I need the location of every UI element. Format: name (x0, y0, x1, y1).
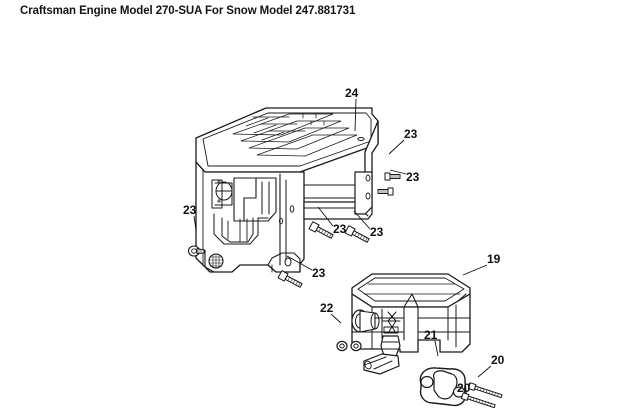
callout-number: 22 (320, 301, 334, 315)
callout-20-stud-bolt: 20 (457, 381, 471, 395)
callout-23-screw: 23 (183, 203, 197, 231)
callout-number: 21 (424, 328, 438, 342)
callout-21-muffler-gasket: 21 (424, 328, 439, 357)
leader-line (330, 313, 342, 324)
callout-number: 23 (406, 170, 420, 184)
bolt-23-f (277, 270, 303, 288)
washer-pair-22 (336, 340, 362, 352)
callout-number: 24 (345, 86, 359, 100)
callout-number: 23 (370, 225, 384, 239)
leader-line (286, 255, 313, 271)
callout-number: 23 (404, 127, 418, 141)
callout-22-washer-pair: 22 (320, 301, 342, 324)
callout-23-screw: 23 (389, 169, 420, 184)
screw-23-c (187, 245, 205, 257)
callout-23-bolt: 23 (353, 210, 384, 239)
parts-diagram: 24 23 23 23 23 23 23 19 22 21 20 20 (0, 22, 635, 419)
leader-line (467, 382, 471, 386)
leader-line (388, 139, 405, 155)
blower-housing-shroud (195, 107, 379, 273)
stud-bolt-20-a (467, 382, 503, 399)
screw-23-b (377, 187, 394, 196)
callout-number: 20 (457, 381, 471, 395)
stud-bolt-20-b (460, 392, 496, 409)
callout-23-screw: 23 (388, 127, 418, 155)
bolt-23-d (308, 221, 334, 239)
callout-number: 23 (183, 203, 197, 217)
leader-line (193, 215, 197, 231)
bolt-23-e (344, 225, 370, 243)
callout-layer: 24 23 23 23 23 23 23 19 22 21 20 20 (183, 86, 505, 395)
leader-line (477, 365, 492, 378)
callout-23-bolt: 23 (317, 206, 347, 236)
leader-line (389, 169, 407, 175)
muffler (351, 273, 471, 375)
callout-19-muffler: 19 (462, 252, 501, 276)
callout-number: 23 (312, 266, 326, 280)
callout-number: 19 (487, 252, 501, 266)
leader-line (462, 264, 488, 276)
leader-line (353, 210, 371, 230)
leader-line (434, 340, 439, 357)
callout-number: 23 (333, 222, 347, 236)
callout-number: 20 (491, 353, 505, 367)
callout-24-blower-housing-shroud: 24 (345, 86, 359, 132)
muffler-gasket-21 (419, 367, 467, 407)
leader-line (354, 98, 357, 132)
callout-23-bolt: 23 (286, 255, 326, 280)
leader-line (317, 206, 334, 227)
callout-20-stud-bolt: 20 (477, 353, 505, 378)
screw-23-a (384, 172, 401, 181)
page-title: Craftsman Engine Model 270-SUA For Snow … (20, 5, 356, 17)
